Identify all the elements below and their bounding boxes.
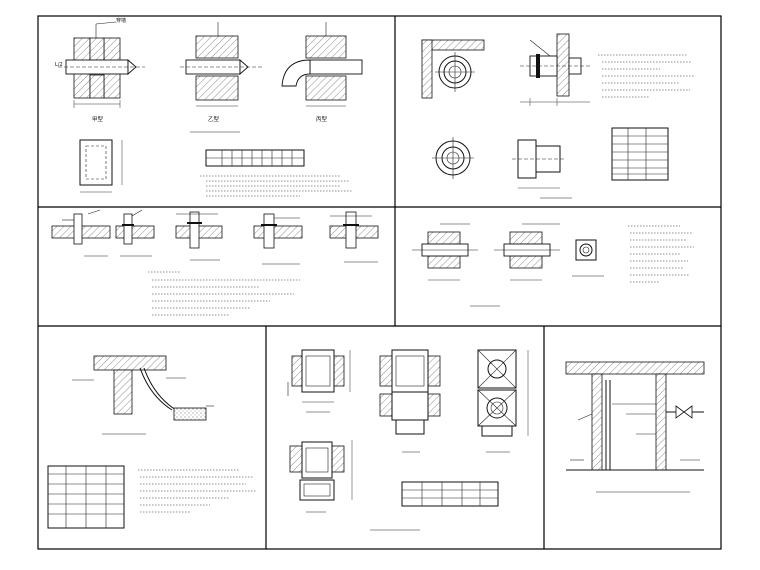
- svg-text:L/2: L/2: [55, 62, 63, 68]
- sleeve-plan-view: [79, 139, 123, 193]
- sleeve-size-table: [190, 131, 305, 167]
- type-c-label: 丙型: [316, 115, 328, 123]
- floor-detail-2: [115, 209, 155, 257]
- duct-table: [401, 481, 499, 507]
- duct-plan-1: [287, 349, 351, 413]
- sleeve-notes: [200, 175, 352, 197]
- sleeve-type-a: 穿墙 L/2 甲型: [55, 17, 145, 123]
- type-b-label: 乙型: [208, 115, 220, 123]
- sheet-frame: [37, 15, 722, 550]
- sleeve-side-view: [512, 139, 572, 199]
- roof-drain-section: [72, 355, 214, 435]
- panel-flexible-sleeve: [421, 33, 694, 199]
- floor-detail-4: [253, 213, 303, 265]
- rigid-sleeve-notes: [628, 225, 694, 283]
- panel-rigid-sleeve: [412, 223, 694, 307]
- flange-plan: [432, 137, 474, 179]
- sleeve-type-b: 乙型: [180, 22, 262, 123]
- panel-duct-penetration: [287, 349, 529, 531]
- type-a-label: 甲型: [92, 115, 104, 123]
- rigid-sleeve-1: [412, 223, 478, 281]
- panel-floor-penetrations: [51, 209, 379, 316]
- sleeve-type-c: 丙型: [281, 22, 363, 123]
- floor-detail-5: [329, 211, 379, 263]
- floor-detail-3: [175, 211, 223, 261]
- corner-wall-elevation: [421, 39, 485, 99]
- flexible-sleeve-notes: [598, 54, 694, 98]
- svg-text:穿墙: 穿墙: [116, 17, 126, 24]
- rigid-sleeve-2: [494, 223, 560, 281]
- panel-roof-drain: [47, 355, 256, 529]
- duct-elevation-2: [379, 349, 441, 453]
- roof-drain-table: [47, 465, 125, 529]
- roof-drain-notes: [138, 469, 256, 513]
- duct-section-3: [477, 349, 529, 453]
- flexible-sleeve-table: [611, 127, 669, 181]
- flexible-sleeve-section: [520, 33, 590, 106]
- panel-wall-sleeves: 穿墙 L/2 甲型 乙型 丙型: [55, 17, 363, 197]
- panel-room-piping: [565, 361, 705, 493]
- rigid-sleeve-plan: [572, 239, 604, 277]
- room-section: [565, 361, 705, 471]
- floor-detail-1: [51, 209, 111, 257]
- duct-elevation-4: [289, 440, 353, 513]
- floor-notes: [148, 271, 300, 316]
